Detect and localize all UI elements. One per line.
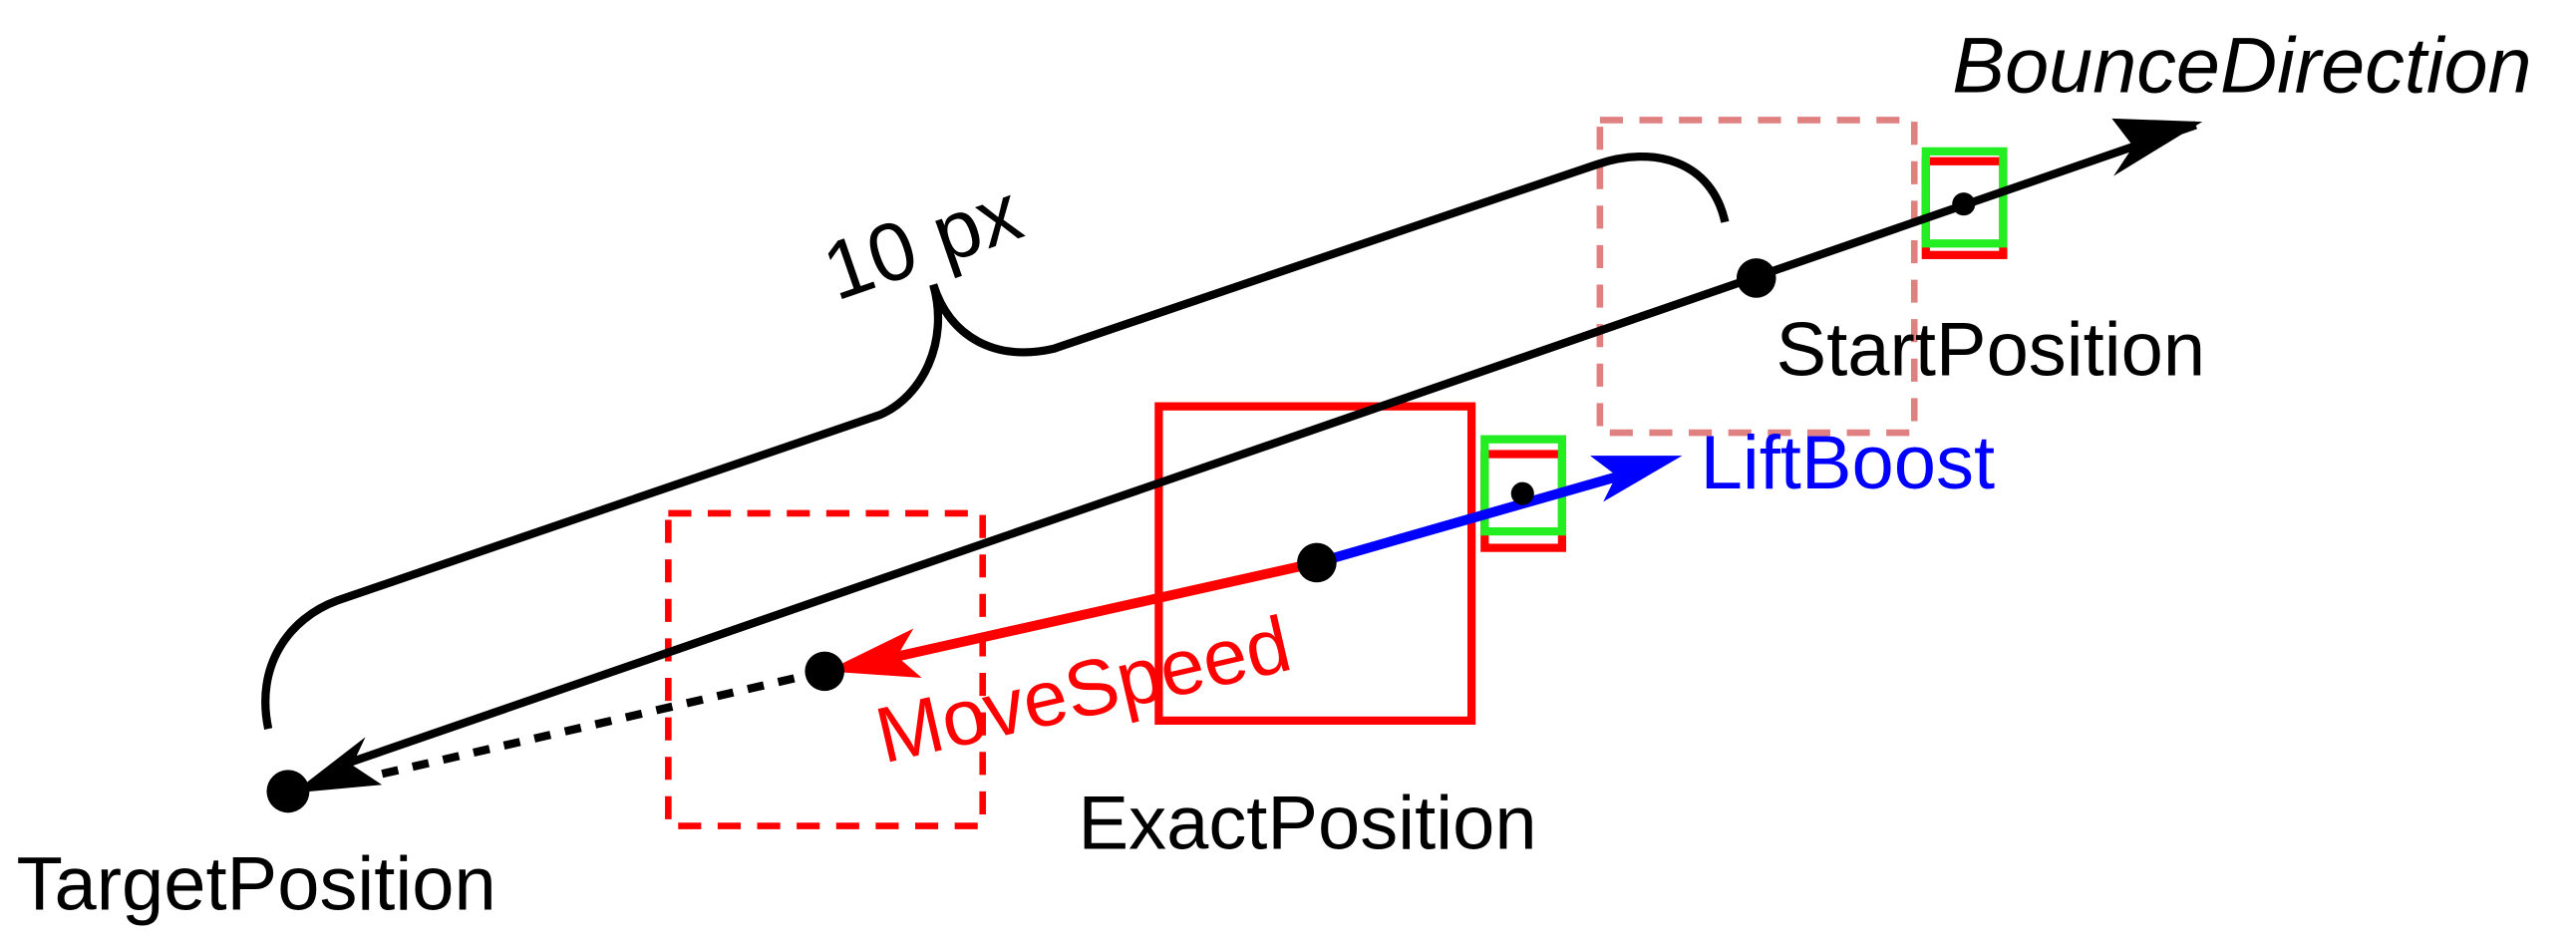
bounce-direction-label: BounceDirection [1952, 20, 2531, 109]
distance-label: 10 px [812, 165, 1033, 318]
move-speed-label: MoveSpeed [867, 599, 1298, 781]
bounce-direction-arrow [336, 121, 2197, 772]
probe-box-green-top [1921, 147, 2008, 248]
projection-dotted-line [369, 667, 826, 782]
lift-probe-point [1510, 481, 1534, 505]
target-position-label: TargetPosition [17, 842, 496, 927]
lift-boost-label: LiftBoost [1701, 421, 1995, 505]
bounce-probe-point [1952, 192, 1976, 216]
move-target-point [805, 651, 845, 692]
distance-brace [261, 153, 1730, 730]
move-speed-arrowhead [825, 628, 922, 678]
start-position-point [1736, 258, 1776, 298]
lift-boost-arrow [1315, 471, 1623, 568]
bounce-direction-arrowhead [2111, 118, 2203, 176]
exact-position-label: ExactPosition [1078, 782, 1536, 866]
target-position-point [266, 770, 310, 813]
move-speed-arrow [895, 557, 1318, 662]
exact-position-point [1297, 542, 1337, 583]
lift-boost-arrowhead [1589, 456, 1683, 502]
start-position-label: StartPosition [1776, 307, 2206, 392]
exact-region-box [1154, 402, 1476, 726]
target-arrowhead [292, 737, 383, 793]
probe-box-green-mid [1480, 435, 1567, 536]
